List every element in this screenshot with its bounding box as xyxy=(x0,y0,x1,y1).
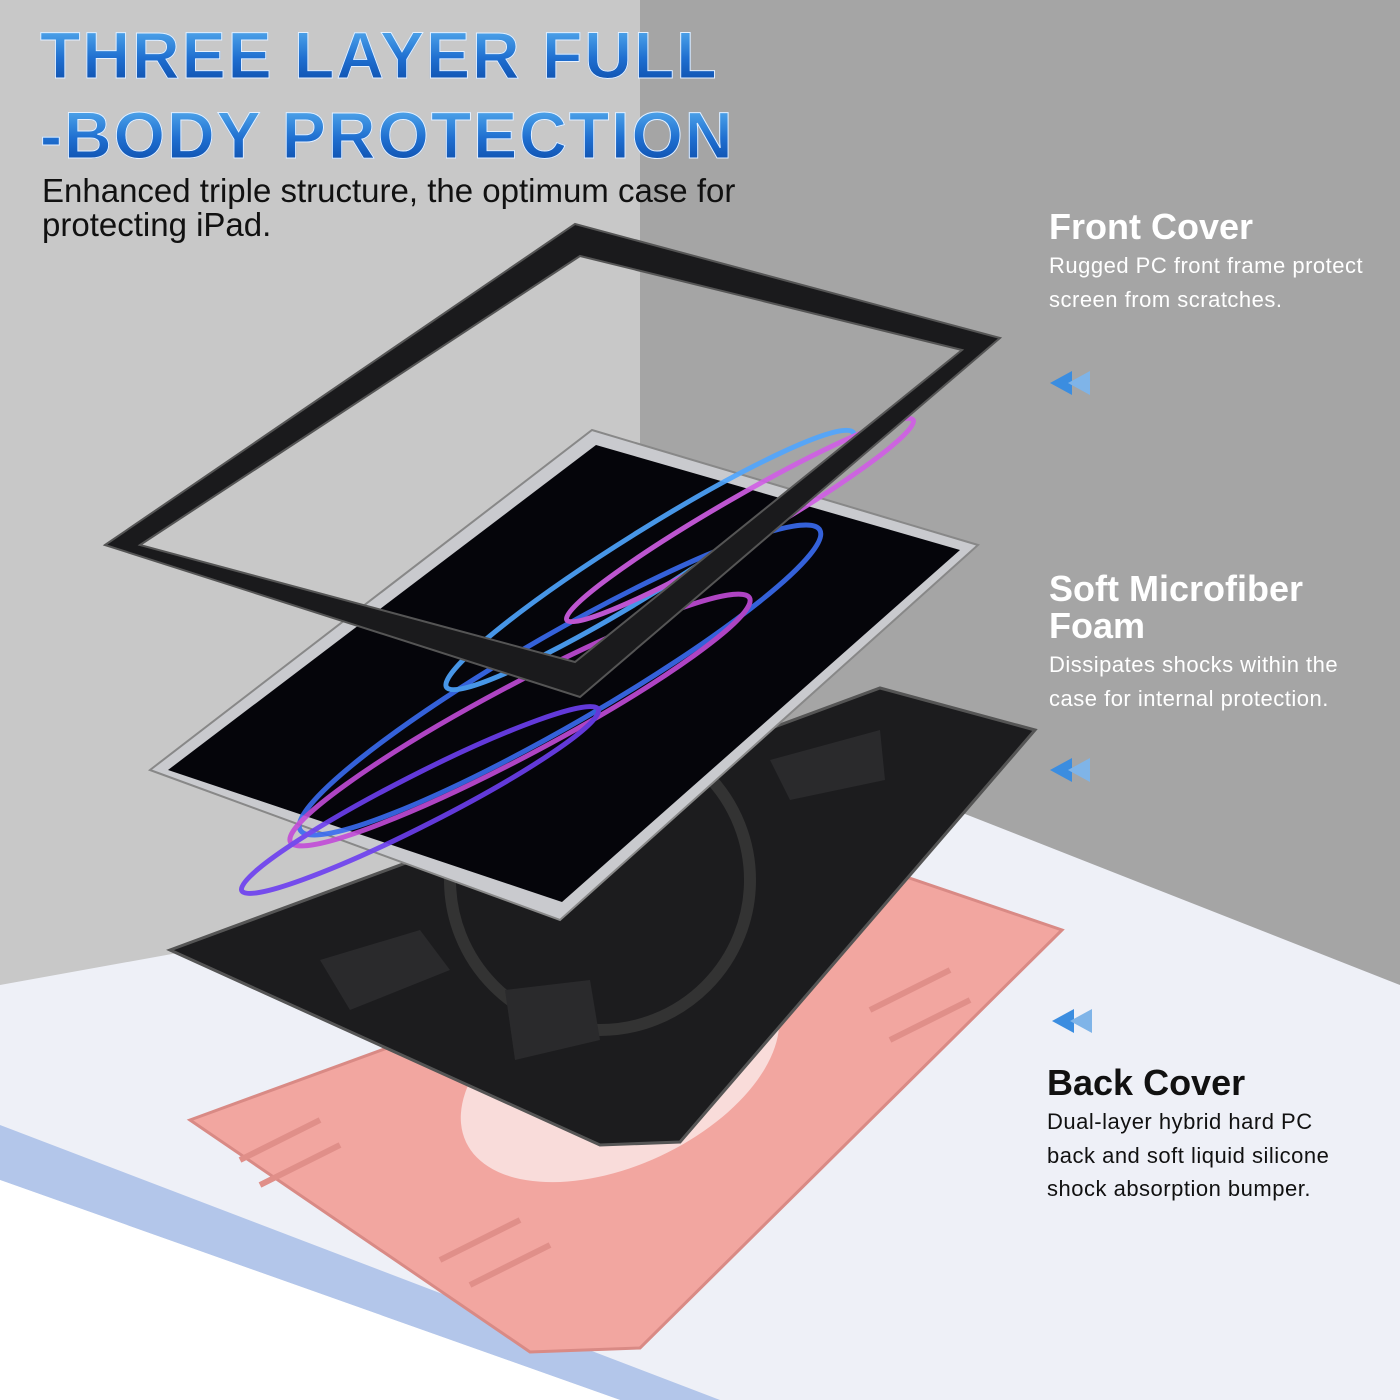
arrow-left-icon xyxy=(1068,371,1090,395)
title-line-1: THREE LAYER FULL xyxy=(40,18,719,92)
feature-description: Dissipates shocks within the case for in… xyxy=(1049,652,1339,711)
arrow-left-icon xyxy=(1052,1009,1074,1033)
feature-heading: Back Cover xyxy=(1047,1062,1246,1103)
arrow-left-icon xyxy=(1050,758,1072,782)
feature-heading: Front Cover xyxy=(1049,206,1254,247)
arrow-left-icon xyxy=(1050,371,1072,395)
feature-microfiber-foam: Soft Microfiber Foam Dissipates shocks w… xyxy=(1049,570,1389,715)
arrow-left-icon xyxy=(1070,1009,1092,1033)
feature-back-cover: Back Cover Dual-layer hybrid hard PC bac… xyxy=(1047,1064,1367,1206)
feature-description: Dual-layer hybrid hard PC back and soft … xyxy=(1047,1109,1330,1201)
feature-description: Rugged PC front frame protect screen fro… xyxy=(1049,253,1364,312)
feature-heading: Soft Microfiber Foam xyxy=(1049,568,1304,646)
title-line-2: -BODY PROTECTION xyxy=(39,98,735,172)
subtitle: Enhanced triple structure, the optimum c… xyxy=(42,172,736,243)
arrow-left-icon xyxy=(1068,758,1090,782)
front-frame xyxy=(102,222,1003,699)
feature-front-cover: Front Cover Rugged PC front frame protec… xyxy=(1049,208,1389,316)
floor-front xyxy=(0,1180,620,1400)
double-arrow-icons xyxy=(1050,371,1092,1033)
